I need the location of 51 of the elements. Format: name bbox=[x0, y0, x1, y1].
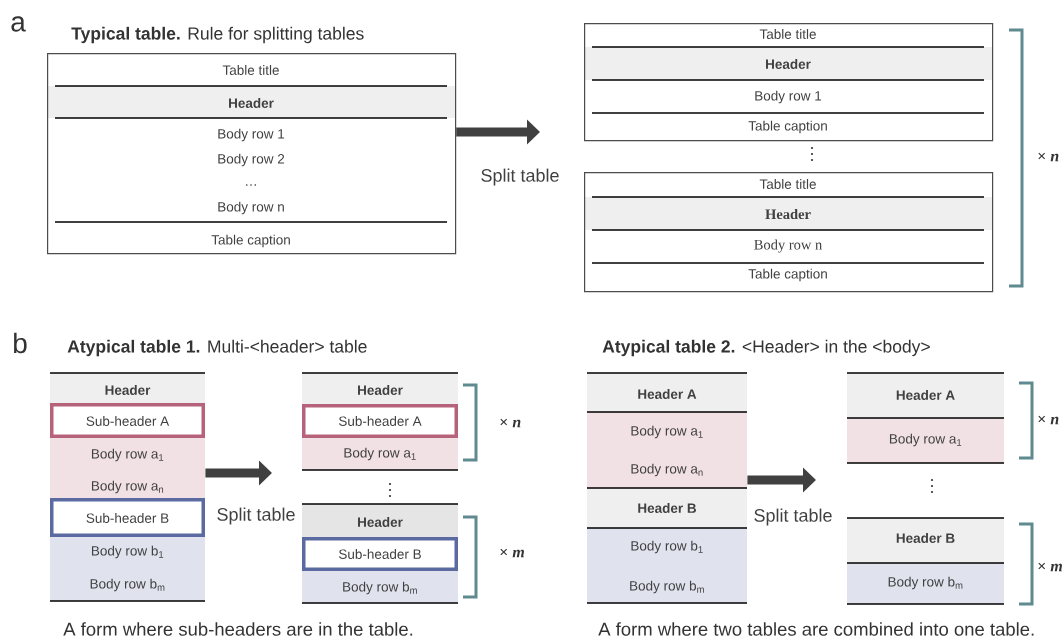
multiplier-label: × n bbox=[500, 418, 521, 428]
body-row: Body row 1 bbox=[218, 128, 285, 142]
header-cell: Header bbox=[765, 208, 811, 220]
edge-label: Split table bbox=[754, 508, 832, 526]
header-cell: Header bbox=[766, 59, 811, 69]
table-heading: Atypical table 1. Multi-<header> table bbox=[67, 339, 367, 357]
table-title: Table title bbox=[759, 29, 816, 39]
header-cell: Header B bbox=[638, 503, 696, 513]
table-title: Table title bbox=[759, 179, 816, 189]
table-heading: Atypical table 2. <Header> in the <body> bbox=[602, 339, 930, 357]
body-row: Body row a$_{1}$ bbox=[344, 447, 416, 461]
sub-header-cell: Sub-header A bbox=[338, 416, 422, 426]
body-row: Body row b$_{m}$ bbox=[343, 581, 417, 595]
sub-header-cell: Sub-header B bbox=[86, 513, 169, 523]
body-row: Body row 2 bbox=[218, 153, 285, 167]
caption-text: A form where sub-headers are in the table. bbox=[63, 622, 413, 636]
sub-header-cell: Sub-header B bbox=[338, 549, 421, 559]
body-row: Body row a$_{n}$ bbox=[92, 480, 164, 494]
multiplier-label: × n bbox=[1038, 415, 1059, 425]
multiplier-label: × m bbox=[500, 548, 524, 558]
panel-letter: b bbox=[14, 332, 27, 354]
body-row: Body row b$_{1}$ bbox=[92, 545, 164, 559]
table-title: Table title bbox=[222, 65, 279, 75]
body-row: Body row a$_{1}$ bbox=[92, 448, 164, 462]
body-row: Body row b$_{m}$ bbox=[90, 578, 165, 592]
sub-header-cell: Sub-header A bbox=[86, 416, 170, 426]
body-row: Body row n bbox=[218, 201, 284, 215]
table-caption: Table caption bbox=[211, 234, 290, 248]
edge-label: Split table bbox=[217, 507, 295, 525]
multiplier-label: × n bbox=[1038, 152, 1059, 162]
body-row: Body row n bbox=[754, 239, 822, 253]
header-cell: Header bbox=[105, 385, 151, 395]
header-cell: Header bbox=[229, 98, 274, 108]
header-cell: Header A bbox=[896, 390, 955, 400]
table-caption: Table caption bbox=[748, 268, 827, 282]
body-row: Body row a$_{n}$ bbox=[631, 463, 703, 477]
ellipsis-text: … bbox=[246, 184, 256, 186]
body-row: Body row b$_{1}$ bbox=[631, 540, 703, 554]
panel-letter: a bbox=[11, 16, 26, 32]
body-row: Body row 1 bbox=[755, 90, 822, 104]
body-row: Body row b$_{m}$ bbox=[630, 580, 704, 594]
multiplier-label: × m bbox=[1038, 562, 1062, 572]
header-cell: Header bbox=[358, 385, 403, 395]
caption-text: A form where two tables are combined into one table. bbox=[598, 622, 1034, 636]
table-caption: Table caption bbox=[748, 120, 827, 134]
header-cell: Header bbox=[358, 517, 403, 527]
body-row: Body row b$_{m}$ bbox=[888, 576, 963, 590]
body-row: Body row a$_{1}$ bbox=[631, 425, 703, 439]
body-row: Body row a$_{1}$ bbox=[889, 433, 962, 447]
edge-label: Split table bbox=[481, 168, 559, 186]
header-cell: Header A bbox=[638, 389, 697, 399]
